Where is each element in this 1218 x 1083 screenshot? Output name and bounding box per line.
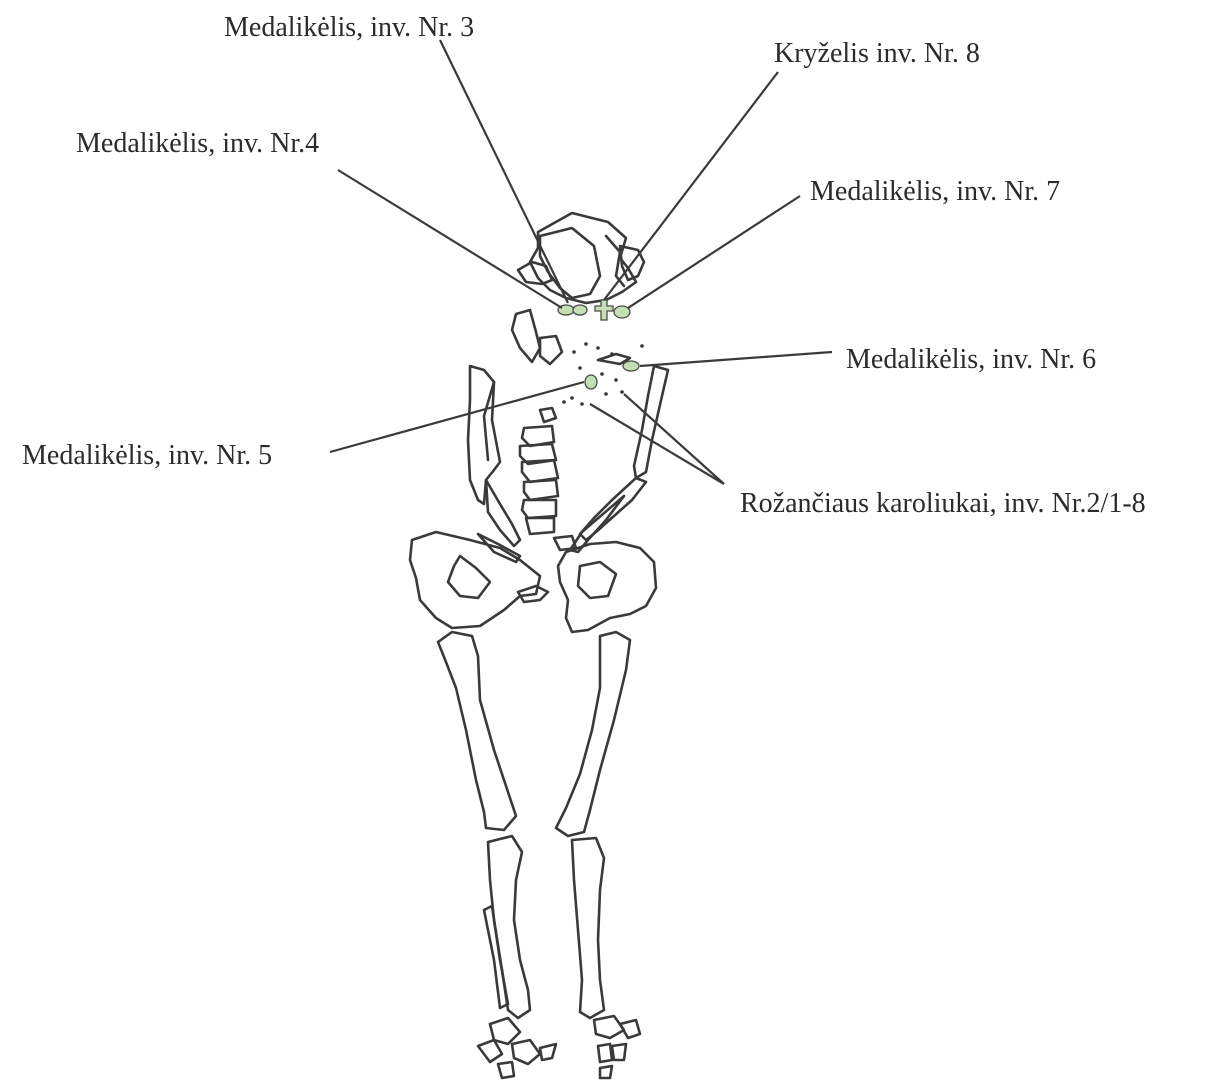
leader-lines	[330, 40, 832, 484]
left-arm	[468, 366, 520, 546]
spine	[520, 408, 576, 550]
medal-6-marker	[623, 361, 639, 371]
pelvis	[410, 532, 656, 632]
finds	[558, 300, 639, 389]
medal-7-marker	[614, 306, 630, 318]
leader-medal-5	[330, 382, 584, 452]
rosary-beads	[562, 342, 644, 406]
skull	[518, 213, 644, 303]
shoulder-fragments	[512, 310, 630, 364]
cross-8-marker	[595, 300, 613, 320]
femurs	[438, 632, 630, 836]
label-medal-4: Medalikėlis, inv. Nr.4	[76, 130, 319, 158]
right-arm	[570, 366, 668, 552]
leader-medal-3	[440, 40, 568, 303]
medal-5-marker	[585, 375, 597, 389]
medal-4-marker	[573, 305, 587, 315]
label-medal-7: Medalikėlis, inv. Nr. 7	[810, 178, 1060, 206]
feet	[478, 1016, 640, 1078]
leader-medal-4	[338, 170, 562, 308]
label-medal-3: Medalikėlis, inv. Nr. 3	[224, 14, 474, 42]
label-medal-5: Medalikėlis, inv. Nr. 5	[22, 442, 272, 470]
lower-legs	[484, 836, 604, 1018]
label-medal-6: Medalikėlis, inv. Nr. 6	[846, 346, 1096, 374]
leader-medal-7	[628, 196, 800, 308]
leader-medal-6	[640, 352, 832, 366]
label-cross-8: Kryželis inv. Nr. 8	[774, 40, 980, 68]
label-rosary-beads: Rožančiaus karoliukai, inv. Nr.2/1-8	[740, 490, 1146, 518]
